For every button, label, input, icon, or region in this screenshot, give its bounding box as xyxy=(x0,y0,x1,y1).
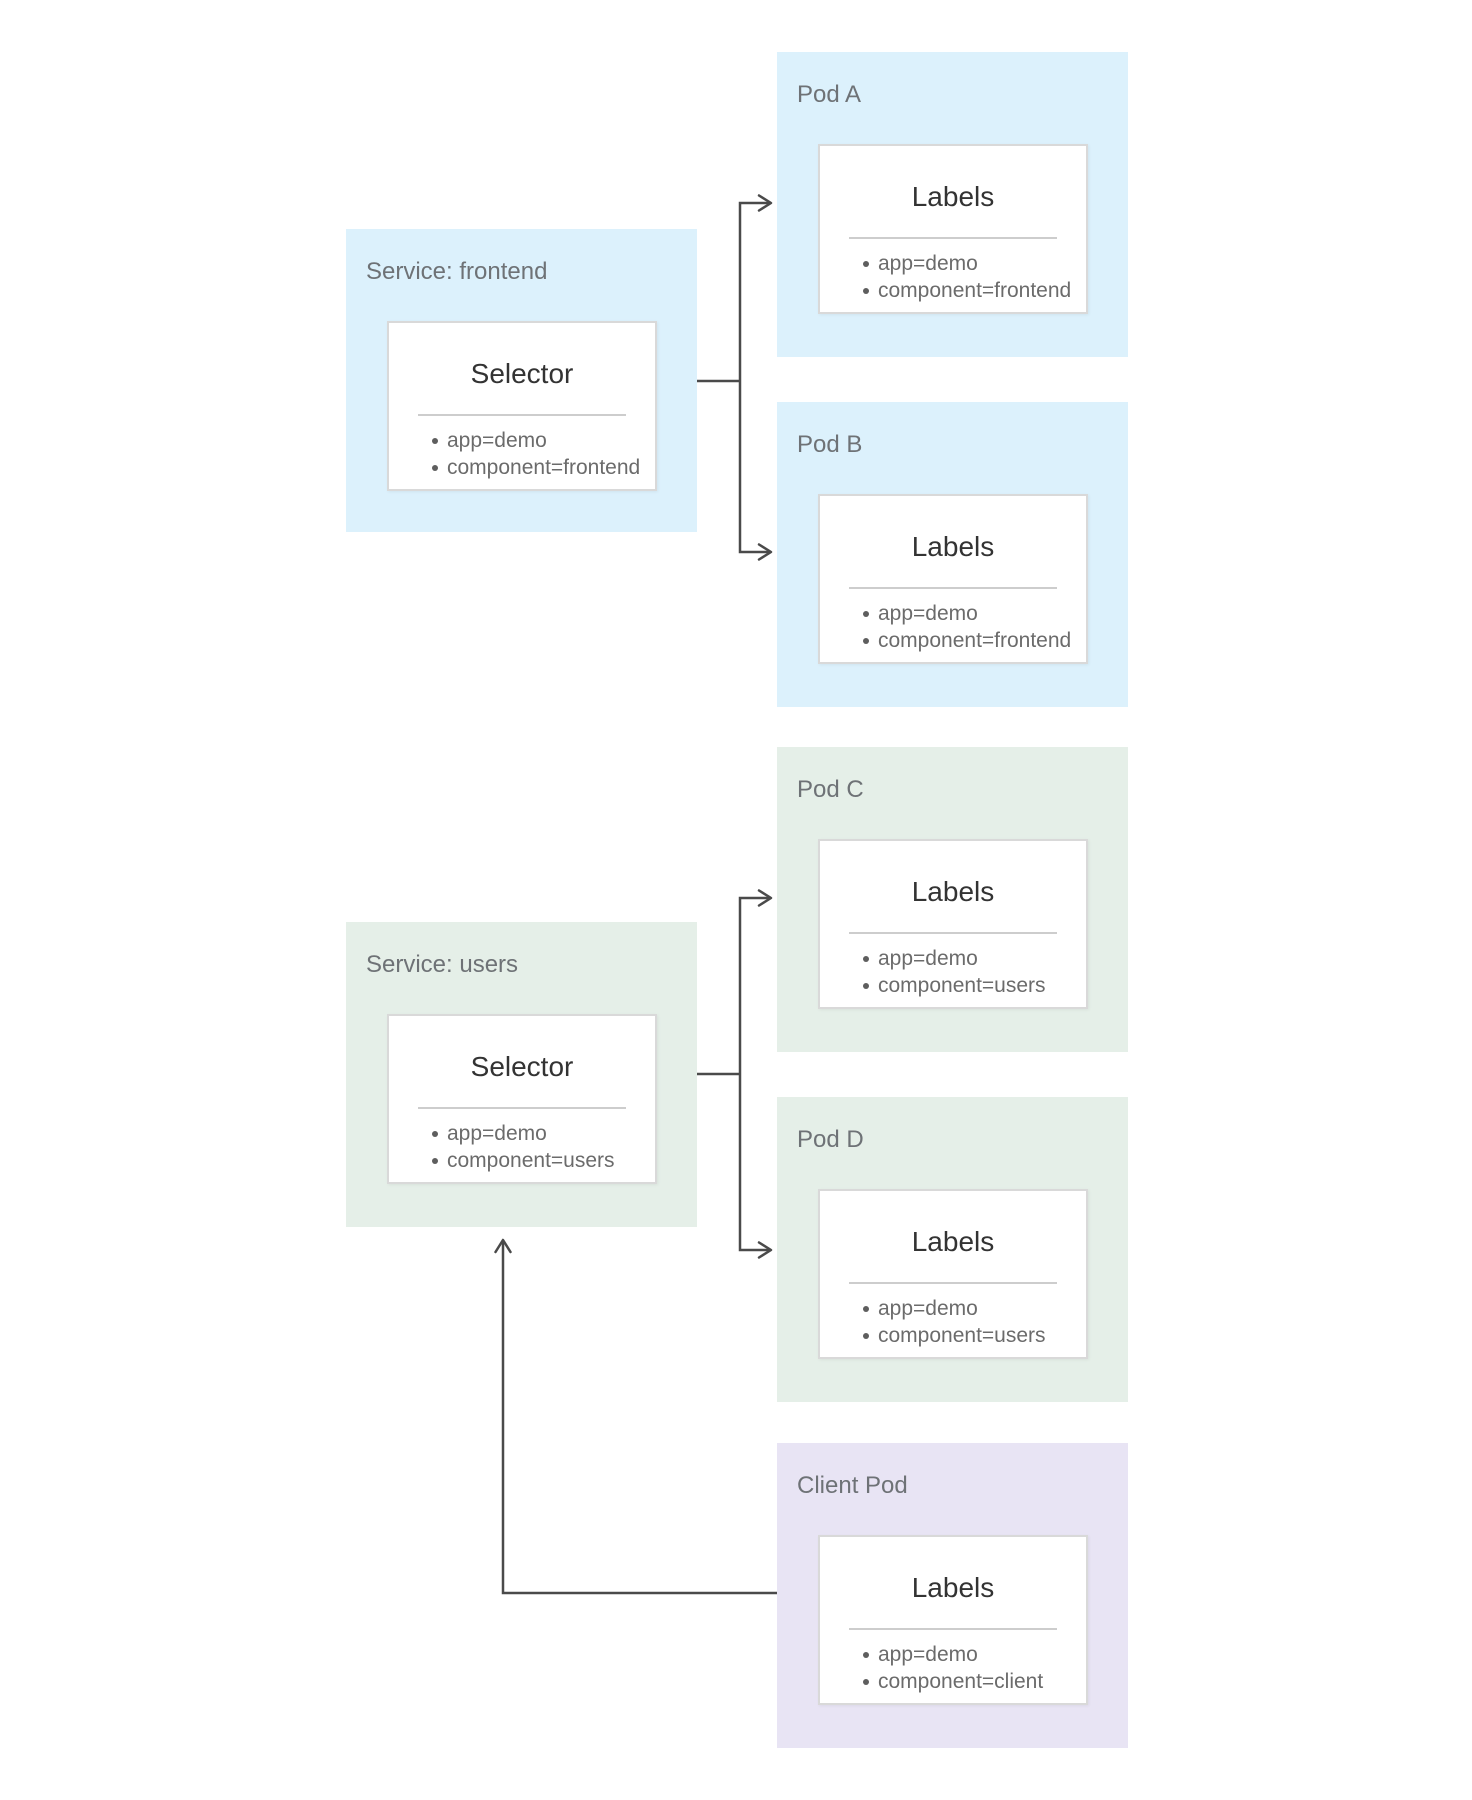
card-divider xyxy=(849,1628,1057,1630)
label-list: app=demo component=users xyxy=(862,1295,1086,1349)
client-pod-title: Client Pod xyxy=(797,1472,908,1499)
card-title: Selector xyxy=(470,1051,574,1082)
selector-item: app=demo xyxy=(431,1120,655,1147)
service-frontend-title: Service: frontend xyxy=(366,258,548,285)
label-item: component=frontend xyxy=(862,277,1086,304)
card-divider xyxy=(849,587,1057,589)
pod-a-labels-card: Labels app=demo component=frontend xyxy=(818,144,1088,314)
card-title: Labels xyxy=(911,531,995,562)
label-item: component=users xyxy=(862,1322,1086,1349)
card-divider xyxy=(849,1282,1057,1284)
card-title: Labels xyxy=(911,1226,995,1257)
arrow-service-users-to-pod-d xyxy=(738,1074,773,1259)
pod-d-labels-card: Labels app=demo component=users xyxy=(818,1189,1088,1359)
selector-list: app=demo component=frontend xyxy=(431,427,655,481)
service-frontend-selector-card: Selector app=demo component=frontend xyxy=(387,321,657,491)
label-list: app=demo component=client xyxy=(862,1641,1086,1695)
pod-b-labels-card: Labels app=demo component=frontend xyxy=(818,494,1088,664)
card-title: Selector xyxy=(470,358,574,389)
service-frontend-box: Service: frontend Selector app=demo comp… xyxy=(346,229,697,532)
card-divider xyxy=(418,414,626,416)
selector-item: app=demo xyxy=(431,427,655,454)
label-item: component=client xyxy=(862,1668,1086,1695)
card-divider xyxy=(849,237,1057,239)
label-item: app=demo xyxy=(862,250,1086,277)
label-item: app=demo xyxy=(862,945,1086,972)
selector-item: component=users xyxy=(431,1147,655,1174)
client-pod-labels-card: Labels app=demo component=client xyxy=(818,1535,1088,1705)
pod-c-box: Pod C Labels app=demo component=users xyxy=(777,747,1128,1052)
label-list: app=demo component=frontend xyxy=(862,600,1086,654)
card-title: Labels xyxy=(911,1572,995,1603)
label-item: app=demo xyxy=(862,1641,1086,1668)
arrow-service-users-to-pod-c xyxy=(738,889,773,1074)
pod-b-box: Pod B Labels app=demo component=frontend xyxy=(777,402,1128,707)
label-list: app=demo component=frontend xyxy=(862,250,1086,304)
label-list: app=demo component=users xyxy=(862,945,1086,999)
label-item: app=demo xyxy=(862,600,1086,627)
selector-item: component=frontend xyxy=(431,454,655,481)
pod-b-title: Pod B xyxy=(797,431,863,458)
card-divider xyxy=(849,932,1057,934)
pod-c-title: Pod C xyxy=(797,776,864,803)
arrow-service-frontend-to-pod-b xyxy=(738,381,773,561)
service-users-title: Service: users xyxy=(366,951,519,978)
pod-a-title: Pod A xyxy=(797,81,862,108)
arrow-service-frontend-to-pod-a xyxy=(738,194,773,381)
card-divider xyxy=(418,1107,626,1109)
service-users-box: Service: users Selector app=demo compone… xyxy=(346,922,697,1227)
label-item: app=demo xyxy=(862,1295,1086,1322)
service-users-selector-card: Selector app=demo component=users xyxy=(387,1014,657,1184)
card-title: Labels xyxy=(911,876,995,907)
arrow-client-pod-to-service-users xyxy=(494,1238,777,1595)
pod-d-title: Pod D xyxy=(797,1126,864,1153)
label-item: component=frontend xyxy=(862,627,1086,654)
pod-c-labels-card: Labels app=demo component=users xyxy=(818,839,1088,1009)
card-title: Labels xyxy=(911,181,995,212)
client-pod-box: Client Pod Labels app=demo component=cli… xyxy=(777,1443,1128,1748)
label-item: component=users xyxy=(862,972,1086,999)
pod-d-box: Pod D Labels app=demo component=users xyxy=(777,1097,1128,1402)
pod-a-box: Pod A Labels app=demo component=frontend xyxy=(777,52,1128,357)
selector-list: app=demo component=users xyxy=(431,1120,655,1174)
